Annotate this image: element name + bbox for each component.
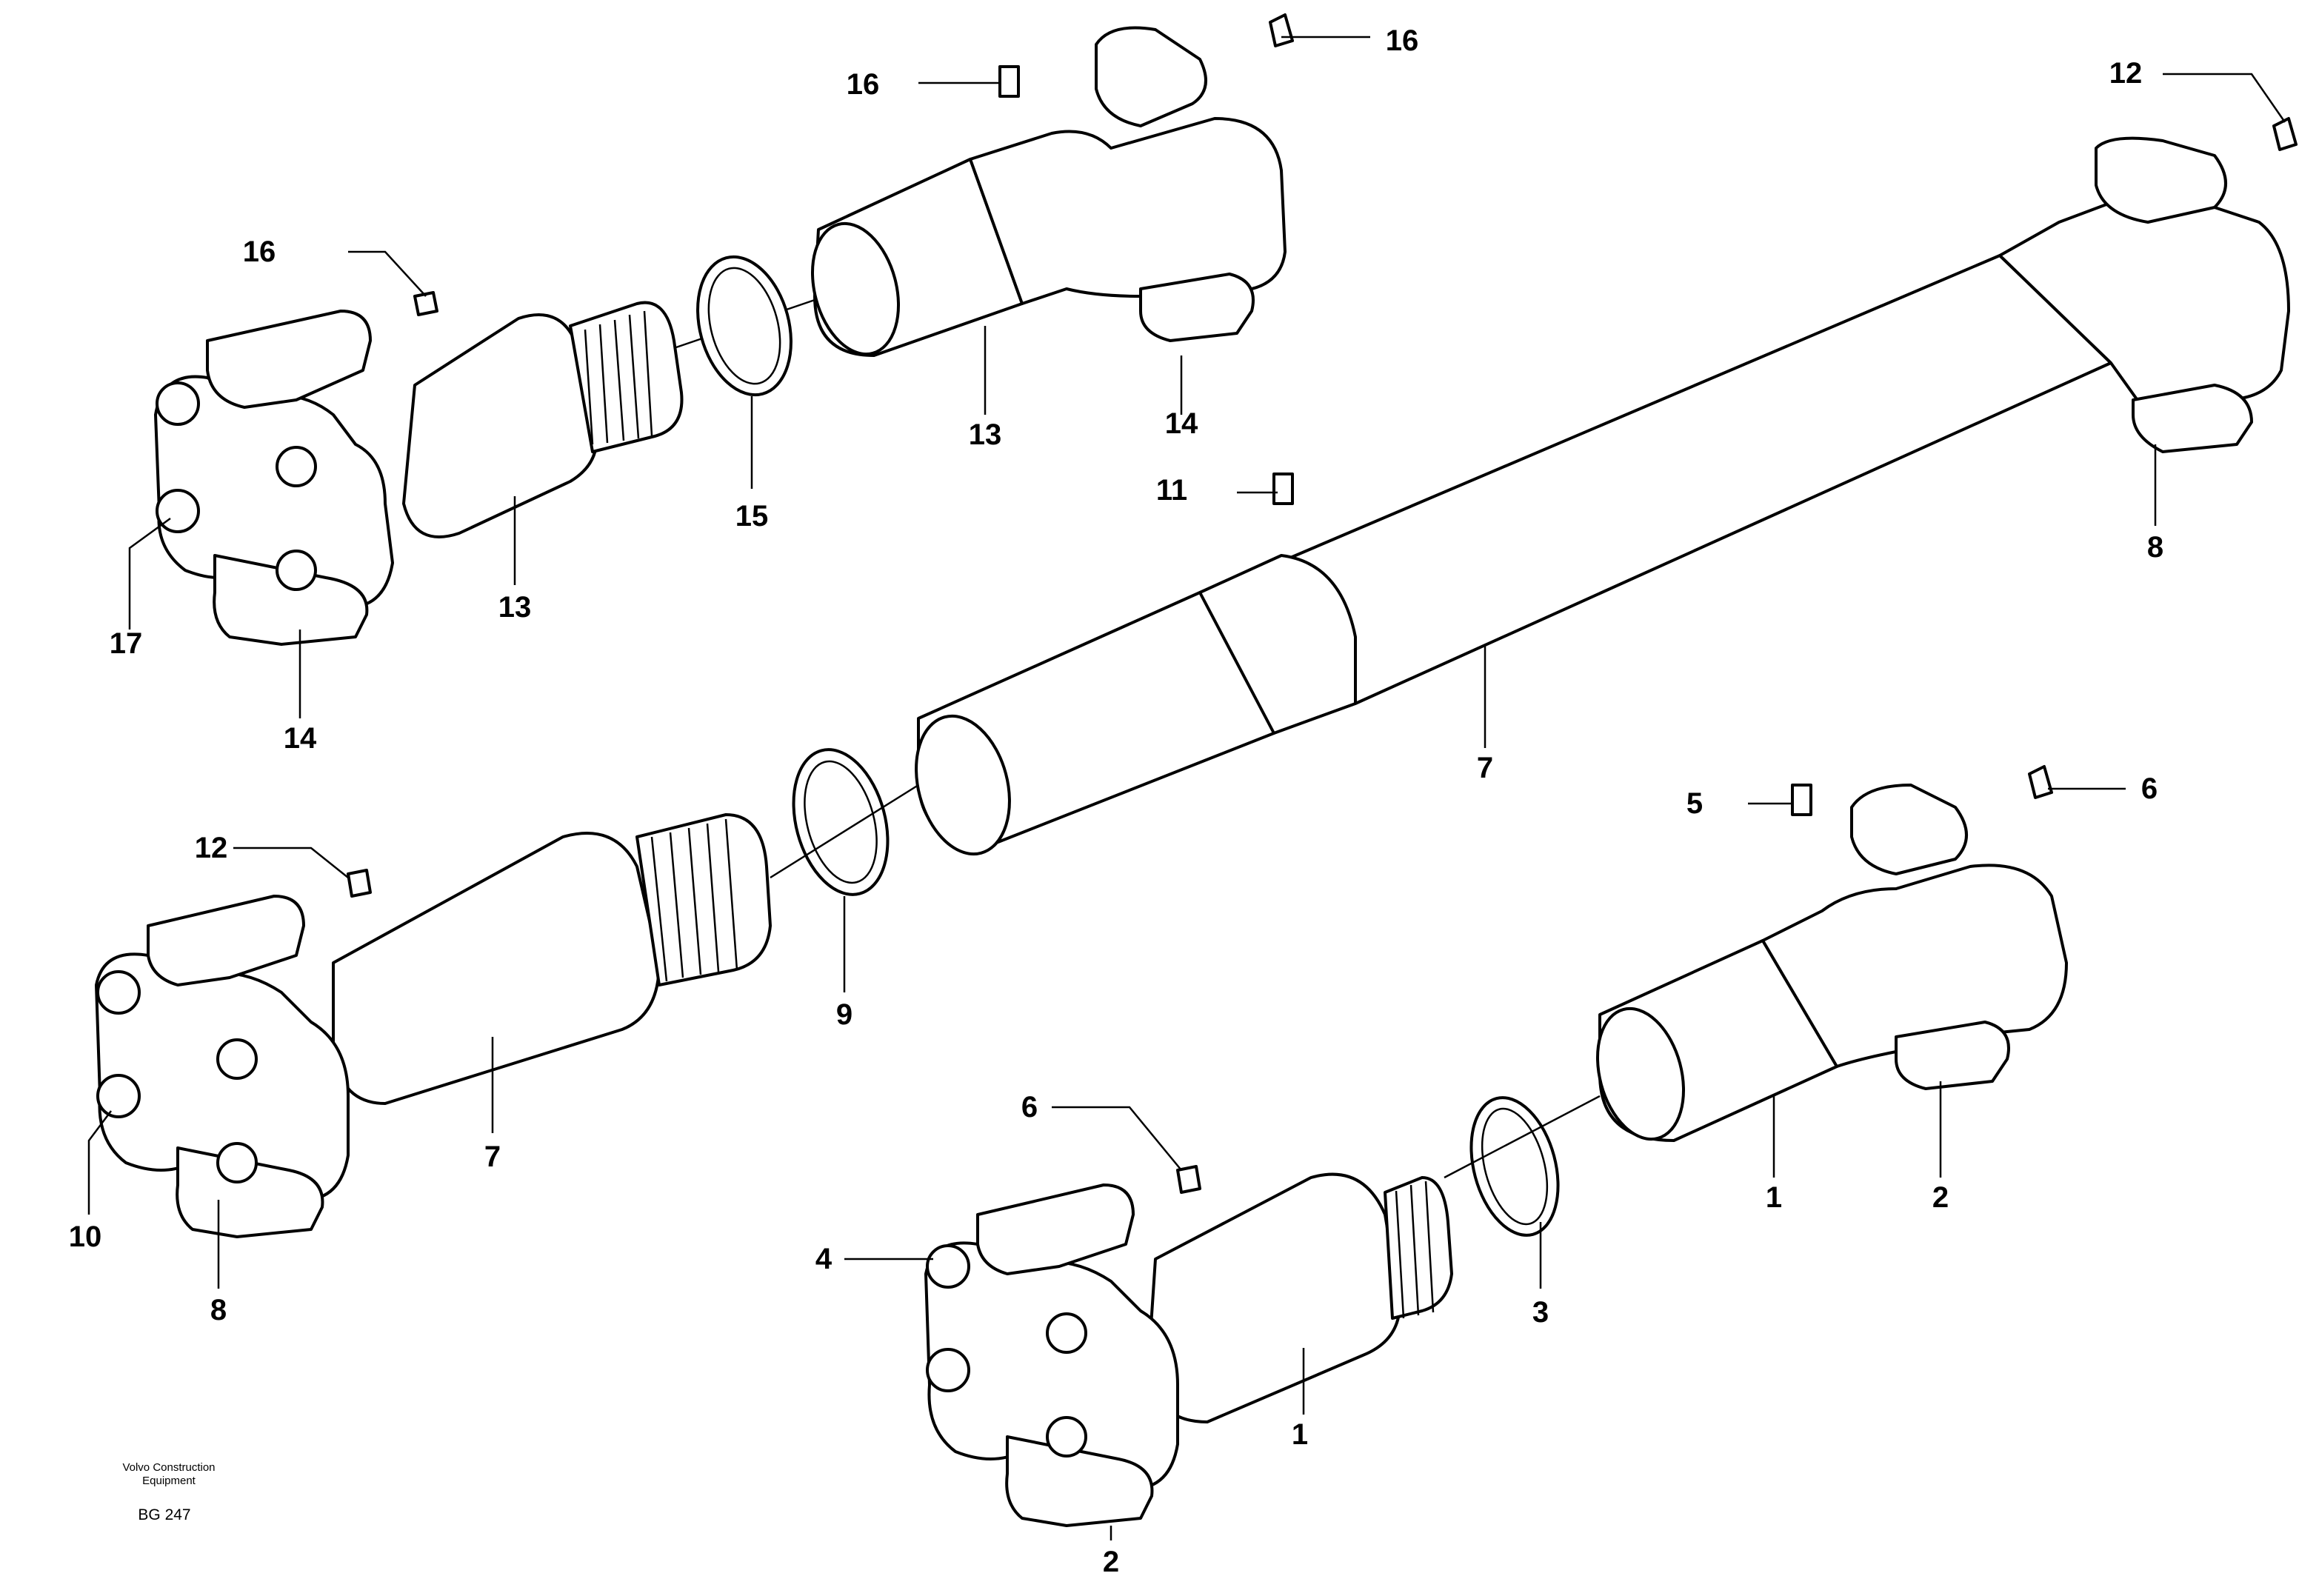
lower-splined-stub-shaft (1147, 1172, 1401, 1423)
label-5-grease-nipple: 5 (1686, 787, 1703, 820)
cross-bearing-bolt (216, 1038, 258, 1080)
upper-spline-teeth (569, 301, 684, 453)
label-16-upper-left: 16 (243, 236, 276, 268)
upper-splined-stub-shaft (402, 313, 598, 538)
cross-bearing-bolt (276, 550, 317, 591)
grease-nipple-12-right (2272, 117, 2298, 151)
cross-bearing-bolt (1046, 1416, 1087, 1458)
label-12-upper-right: 12 (2109, 57, 2143, 90)
long-shaft-right-cap-bottom (2132, 384, 2253, 453)
cross-bearing-bolt (156, 381, 200, 426)
label-12-left: 12 (195, 832, 228, 864)
grease-nipple-5 (1791, 784, 1812, 816)
label-6-grease-nipple-right: 6 (2141, 772, 2158, 805)
part-labels: 16 16 12 16 13 14 15 11 8 17 13 14 7 5 6… (69, 24, 2163, 1578)
long-shaft-right-cap-top (2095, 136, 2227, 224)
label-7-stub: 7 (484, 1141, 501, 1173)
cross-bearing-bolt (926, 1348, 970, 1392)
lower-left-cap-top (976, 1183, 1135, 1275)
lower-right-cap-top (1850, 784, 1968, 875)
lower-seal-ring (1469, 1096, 1560, 1237)
label-14-upper-yoke: 14 (1165, 407, 1198, 440)
upper-left-cap-top (206, 310, 372, 409)
label-1-lower-stub: 1 (1292, 1418, 1308, 1451)
label-13-upper-stub: 13 (498, 591, 532, 624)
label-2-lower-yoke: 2 (1932, 1181, 1949, 1214)
lower-right-yoke (1761, 864, 2068, 1068)
long-shaft-left-cap-bottom (176, 1146, 324, 1238)
upper-seal-ring (696, 255, 793, 397)
lower-spline-teeth (1384, 1176, 1453, 1320)
footer-company-line1: Volvo Construction (122, 1461, 215, 1474)
long-shaft-left-cap-top (147, 895, 305, 986)
grease-nipple-6-right (2028, 765, 2053, 799)
cross-bearing-bolt (1046, 1312, 1087, 1354)
upper-right-cap-top (1095, 26, 1207, 127)
upper-right-cap-bottom (1139, 273, 1255, 342)
label-8-right-yoke: 8 (2147, 531, 2163, 564)
long-shaft-assembly (95, 117, 2298, 1238)
label-10-bolt: 10 (69, 1221, 102, 1253)
label-1-lower-sleeve: 1 (1766, 1181, 1782, 1214)
long-shaft-spline-teeth (635, 813, 772, 986)
cross-bearing-bolt (156, 489, 200, 533)
grease-nipple-16-left (413, 291, 438, 316)
label-13-upper-sleeve: 13 (969, 418, 1002, 451)
footer-drawing-id: BG 247 (138, 1506, 190, 1523)
label-2-lower-left-yoke: 2 (1103, 1546, 1119, 1578)
label-15-ring: 15 (735, 500, 769, 532)
cross-bearing-bolt (926, 1244, 970, 1289)
label-16-upper-right: 16 (1386, 24, 1419, 57)
leader-lines (87, 36, 2286, 1540)
label-17-bolt: 17 (110, 627, 143, 660)
grease-nipple-16-top-mid (998, 65, 1020, 98)
label-7-long-tube: 7 (1477, 752, 1493, 784)
upper-right-yoke (969, 117, 1287, 305)
long-shaft-left-stub (332, 832, 661, 1105)
label-3-ring: 3 (1532, 1296, 1549, 1329)
label-6-grease-nipple-left: 6 (1021, 1091, 1038, 1123)
grease-nipple-6-left (1176, 1165, 1201, 1194)
middle-seal-ring (792, 748, 890, 896)
label-4-bolt: 4 (815, 1243, 832, 1275)
cross-bearing-bolt (276, 446, 317, 487)
lower-shaft-assembly (924, 765, 2068, 1527)
upper-shaft-assembly (154, 13, 1294, 646)
lower-right-cap-bottom (1895, 1021, 2010, 1090)
label-14-upper-left-yoke: 14 (284, 722, 317, 755)
cross-bearing-bolt (216, 1142, 258, 1183)
label-8-left-yoke: 8 (210, 1294, 227, 1326)
footer-company-line2: Equipment (142, 1475, 196, 1487)
label-16-upper-middle: 16 (847, 68, 880, 101)
lower-left-cap-bottom (1005, 1435, 1154, 1527)
grease-nipple-11 (1272, 473, 1294, 505)
label-9-ring: 9 (836, 998, 852, 1031)
cross-bearing-bolt (96, 970, 141, 1015)
grease-nipple-16-top-right (1269, 13, 1294, 47)
grease-nipple-12-left (347, 869, 372, 898)
upper-left-cap-bottom (213, 554, 369, 646)
cross-bearing-bolt (96, 1074, 141, 1118)
drawing-footer: Volvo Construction Equipment BG 247 (122, 1461, 215, 1523)
label-11-grease-nipple: 11 (1156, 474, 1187, 507)
